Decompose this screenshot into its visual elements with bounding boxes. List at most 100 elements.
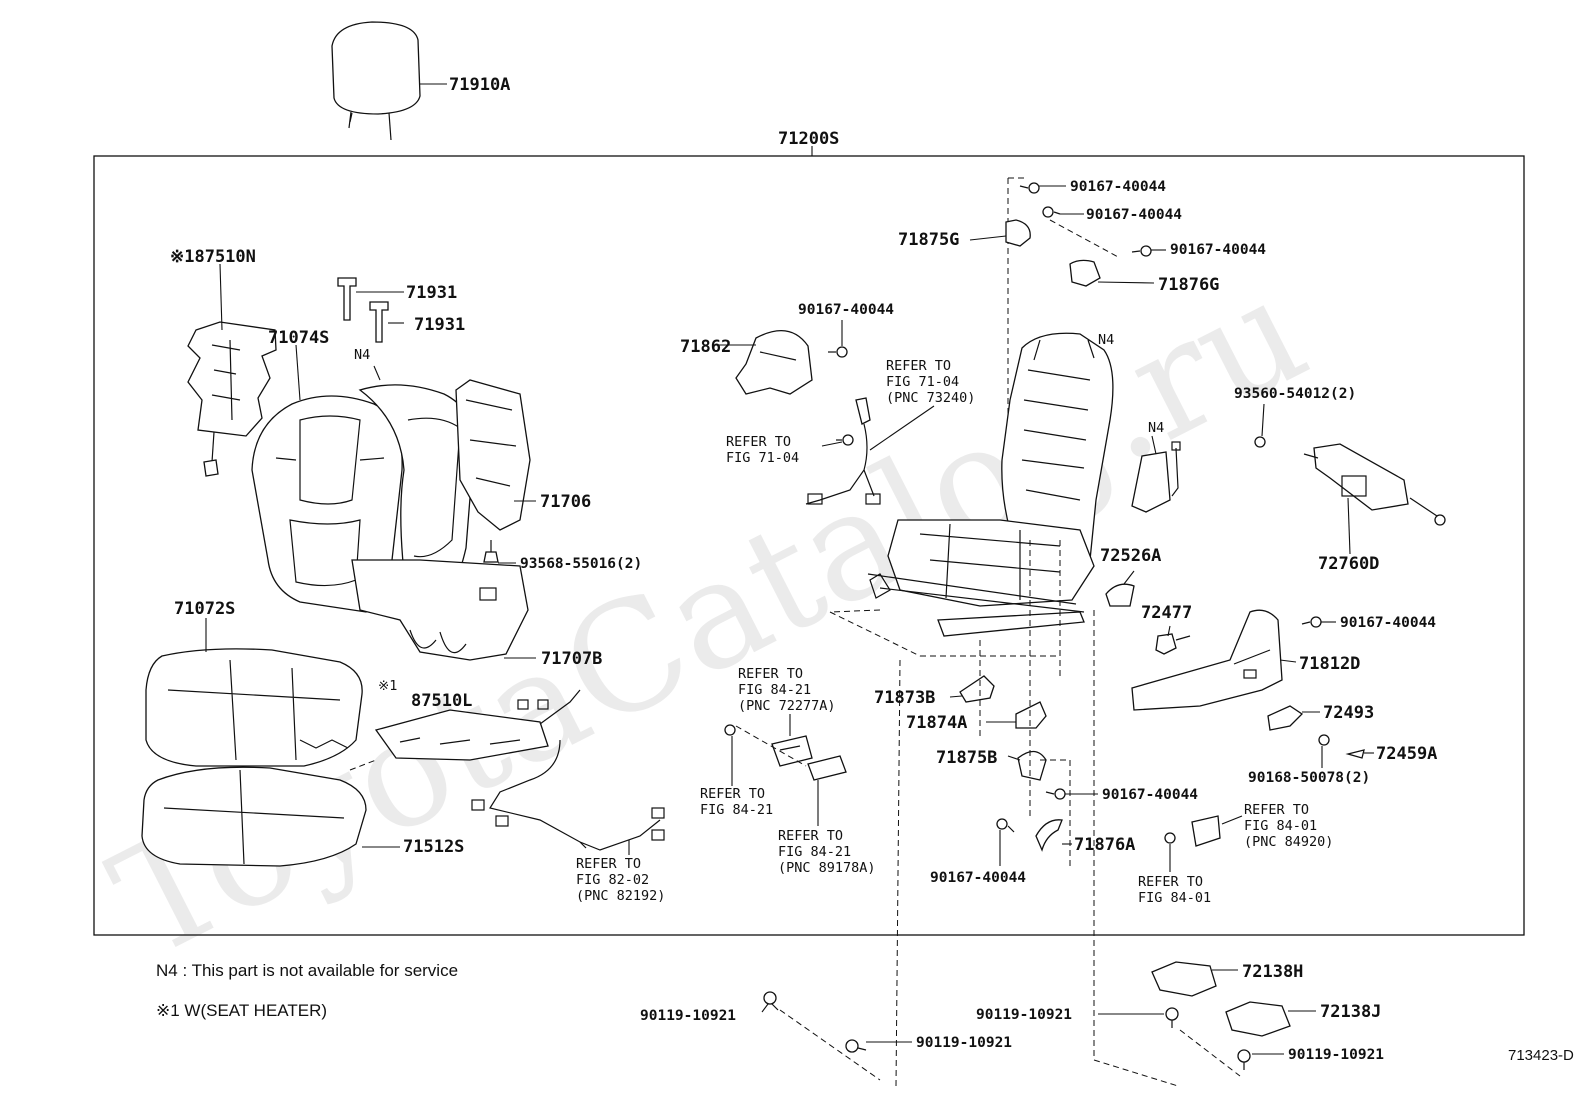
part-90119-10921-a[interactable]: 90119-10921 — [640, 1008, 736, 1024]
ref-84-21[interactable]: REFER TO FIG 84-21 — [700, 786, 773, 818]
bolt-93568-part[interactable] — [483, 540, 499, 563]
bolt-90119-c[interactable] — [1165, 1007, 1179, 1028]
svg-text:REFER TO: REFER TO — [700, 786, 765, 802]
seat-frame-part[interactable] — [867, 332, 1114, 637]
hinge-cover-71876G[interactable] — [1069, 259, 1101, 287]
bolt-8421[interactable] — [724, 724, 736, 736]
part-71706[interactable]: 71706 — [540, 492, 591, 512]
part-93560-54012[interactable]: 93560-54012(2) — [1234, 386, 1356, 402]
part-71876A[interactable]: 71876A — [1074, 835, 1135, 855]
bolt-90167-b[interactable] — [1019, 182, 1040, 194]
bolt-90167-f[interactable] — [1045, 788, 1066, 800]
headrest-guide-part[interactable] — [337, 277, 389, 343]
part-72459A[interactable]: 72459A — [1376, 744, 1437, 764]
part-72138H[interactable]: 72138H — [1242, 962, 1303, 982]
part-71862[interactable]: 71862 — [680, 337, 731, 357]
part-87510L[interactable]: 87510L — [411, 691, 472, 711]
bolt-90167-a[interactable] — [828, 346, 848, 358]
bracket-72138J-part[interactable] — [1225, 1001, 1291, 1037]
part-90119-10921-d[interactable]: 90119-10921 — [1288, 1047, 1384, 1063]
part-71874A[interactable]: 71874A — [906, 713, 967, 733]
part-71873B[interactable]: 71873B — [874, 688, 935, 708]
part-71931-upper[interactable]: 71931 — [406, 283, 457, 303]
switch-8401-part[interactable] — [1191, 815, 1221, 847]
bolt-90119-b[interactable] — [845, 1039, 867, 1053]
seatback-lower-panel-part[interactable] — [351, 559, 529, 661]
part-71910A[interactable]: 71910A — [449, 75, 510, 95]
clip-72459A-part[interactable] — [1345, 749, 1365, 759]
part-90167-40044-e[interactable]: 90167-40044 — [1340, 615, 1436, 631]
part-72493[interactable]: 72493 — [1323, 703, 1374, 723]
svg-text:FIG 82-02: FIG 82-02 — [576, 872, 649, 888]
part-90119-10921-c[interactable]: 90119-10921 — [976, 1007, 1072, 1023]
bolt-90167-g[interactable] — [996, 818, 1015, 833]
seat-shield-71812D-part[interactable] — [1131, 609, 1283, 711]
cover-71874A-part[interactable] — [1015, 701, 1047, 729]
part-71512S[interactable]: 71512S — [403, 837, 464, 857]
svg-text:(PNC 73240): (PNC 73240) — [886, 390, 975, 406]
seatback-board-part[interactable] — [455, 379, 531, 531]
bolt-8401[interactable] — [1164, 832, 1176, 844]
bolt-90167-e[interactable] — [1301, 616, 1322, 628]
part-71072S[interactable]: 71072S — [174, 599, 235, 619]
part-72138J[interactable]: 72138J — [1320, 1002, 1381, 1022]
ref-82-02[interactable]: REFER TO FIG 82-02 (PNC 82192) — [576, 856, 665, 904]
hinge-cover-71875G[interactable] — [1005, 219, 1031, 247]
handle-72493-part[interactable] — [1267, 705, 1304, 731]
bolt-7104[interactable] — [836, 434, 854, 446]
part-71074S[interactable]: 71074S — [268, 328, 329, 348]
bolt-93560-part[interactable] — [1254, 436, 1266, 448]
part-71875G[interactable]: 71875G — [898, 230, 959, 250]
part-72526A[interactable]: 72526A — [1100, 546, 1161, 566]
bracket-72760D-part[interactable] — [1303, 443, 1441, 519]
knob-72526A-part[interactable] — [1105, 583, 1135, 607]
switch-72477-part[interactable] — [1155, 633, 1191, 655]
bracket-72138H-part[interactable] — [1151, 961, 1217, 997]
cover-71873B-part[interactable] — [959, 675, 995, 703]
svg-text:REFER TO: REFER TO — [1138, 874, 1203, 890]
ref-71-04-pnc[interactable]: REFER TO FIG 71-04 (PNC 73240) — [886, 358, 975, 406]
cover-71875B-part[interactable] — [1017, 750, 1047, 781]
switch-8421-part[interactable] — [771, 735, 847, 781]
part-90167-40044-c[interactable]: 90167-40044 — [1086, 207, 1182, 223]
side-cushion-part[interactable] — [1131, 441, 1181, 513]
bolt-90168-part[interactable] — [1318, 734, 1330, 746]
part-87510N[interactable]: ※187510N — [170, 247, 256, 267]
ref-71-04[interactable]: REFER TO FIG 71-04 — [726, 434, 799, 466]
seat-cushion-pad-part[interactable] — [141, 766, 367, 867]
bolt-90119-d[interactable] — [1237, 1049, 1251, 1070]
seat-heater-part[interactable] — [374, 689, 665, 851]
seatback-heater-part[interactable] — [187, 321, 277, 477]
svg-text:FIG 84-21: FIG 84-21 — [738, 682, 811, 698]
part-72477[interactable]: 72477 — [1141, 603, 1192, 623]
cover-71876A-part[interactable] — [1035, 819, 1063, 852]
svg-text:REFER TO: REFER TO — [738, 666, 803, 682]
part-90119-10921-b[interactable]: 90119-10921 — [916, 1035, 1012, 1051]
part-93568-55016[interactable]: 93568-55016(2) — [520, 556, 642, 572]
ref-84-01[interactable]: REFER TO FIG 84-01 — [1138, 874, 1211, 906]
part-90167-40044-g[interactable]: 90167-40044 — [930, 870, 1026, 886]
part-90167-40044-a[interactable]: 90167-40044 — [798, 302, 894, 318]
part-71875B[interactable]: 71875B — [936, 748, 997, 768]
headrest-part[interactable] — [331, 21, 421, 141]
part-90167-40044-b[interactable]: 90167-40044 — [1070, 179, 1166, 195]
ref-84-21-pnc-89178a[interactable]: REFER TO FIG 84-21 (PNC 89178A) — [778, 828, 876, 876]
part-71812D[interactable]: 71812D — [1299, 654, 1360, 674]
bolt-72760D[interactable] — [1434, 514, 1446, 526]
bolt-90167-c[interactable] — [1042, 206, 1061, 218]
ref-84-21-pnc-72277a[interactable]: REFER TO FIG 84-21 (PNC 72277A) — [738, 666, 836, 714]
part-90167-40044-f[interactable]: 90167-40044 — [1102, 787, 1198, 803]
ref-84-01-pnc[interactable]: REFER TO FIG 84-01 (PNC 84920) — [1244, 802, 1333, 850]
part-90167-40044-d[interactable]: 90167-40044 — [1170, 242, 1266, 258]
recliner-cover-part[interactable] — [735, 330, 813, 395]
part-71931-lower[interactable]: 71931 — [414, 315, 465, 335]
svg-text:FIG 84-01: FIG 84-01 — [1138, 890, 1211, 906]
seatbelt-buckle-part[interactable] — [805, 397, 881, 505]
seat-cushion-cover-part[interactable] — [145, 648, 363, 767]
part-71876G[interactable]: 71876G — [1158, 275, 1219, 295]
part-90168-50078[interactable]: 90168-50078(2) — [1248, 770, 1370, 786]
bolt-90167-d[interactable] — [1131, 245, 1152, 257]
part-72760D[interactable]: 72760D — [1318, 554, 1379, 574]
bolt-90119-a[interactable] — [763, 991, 779, 1011]
part-71707B[interactable]: 71707B — [541, 649, 602, 669]
